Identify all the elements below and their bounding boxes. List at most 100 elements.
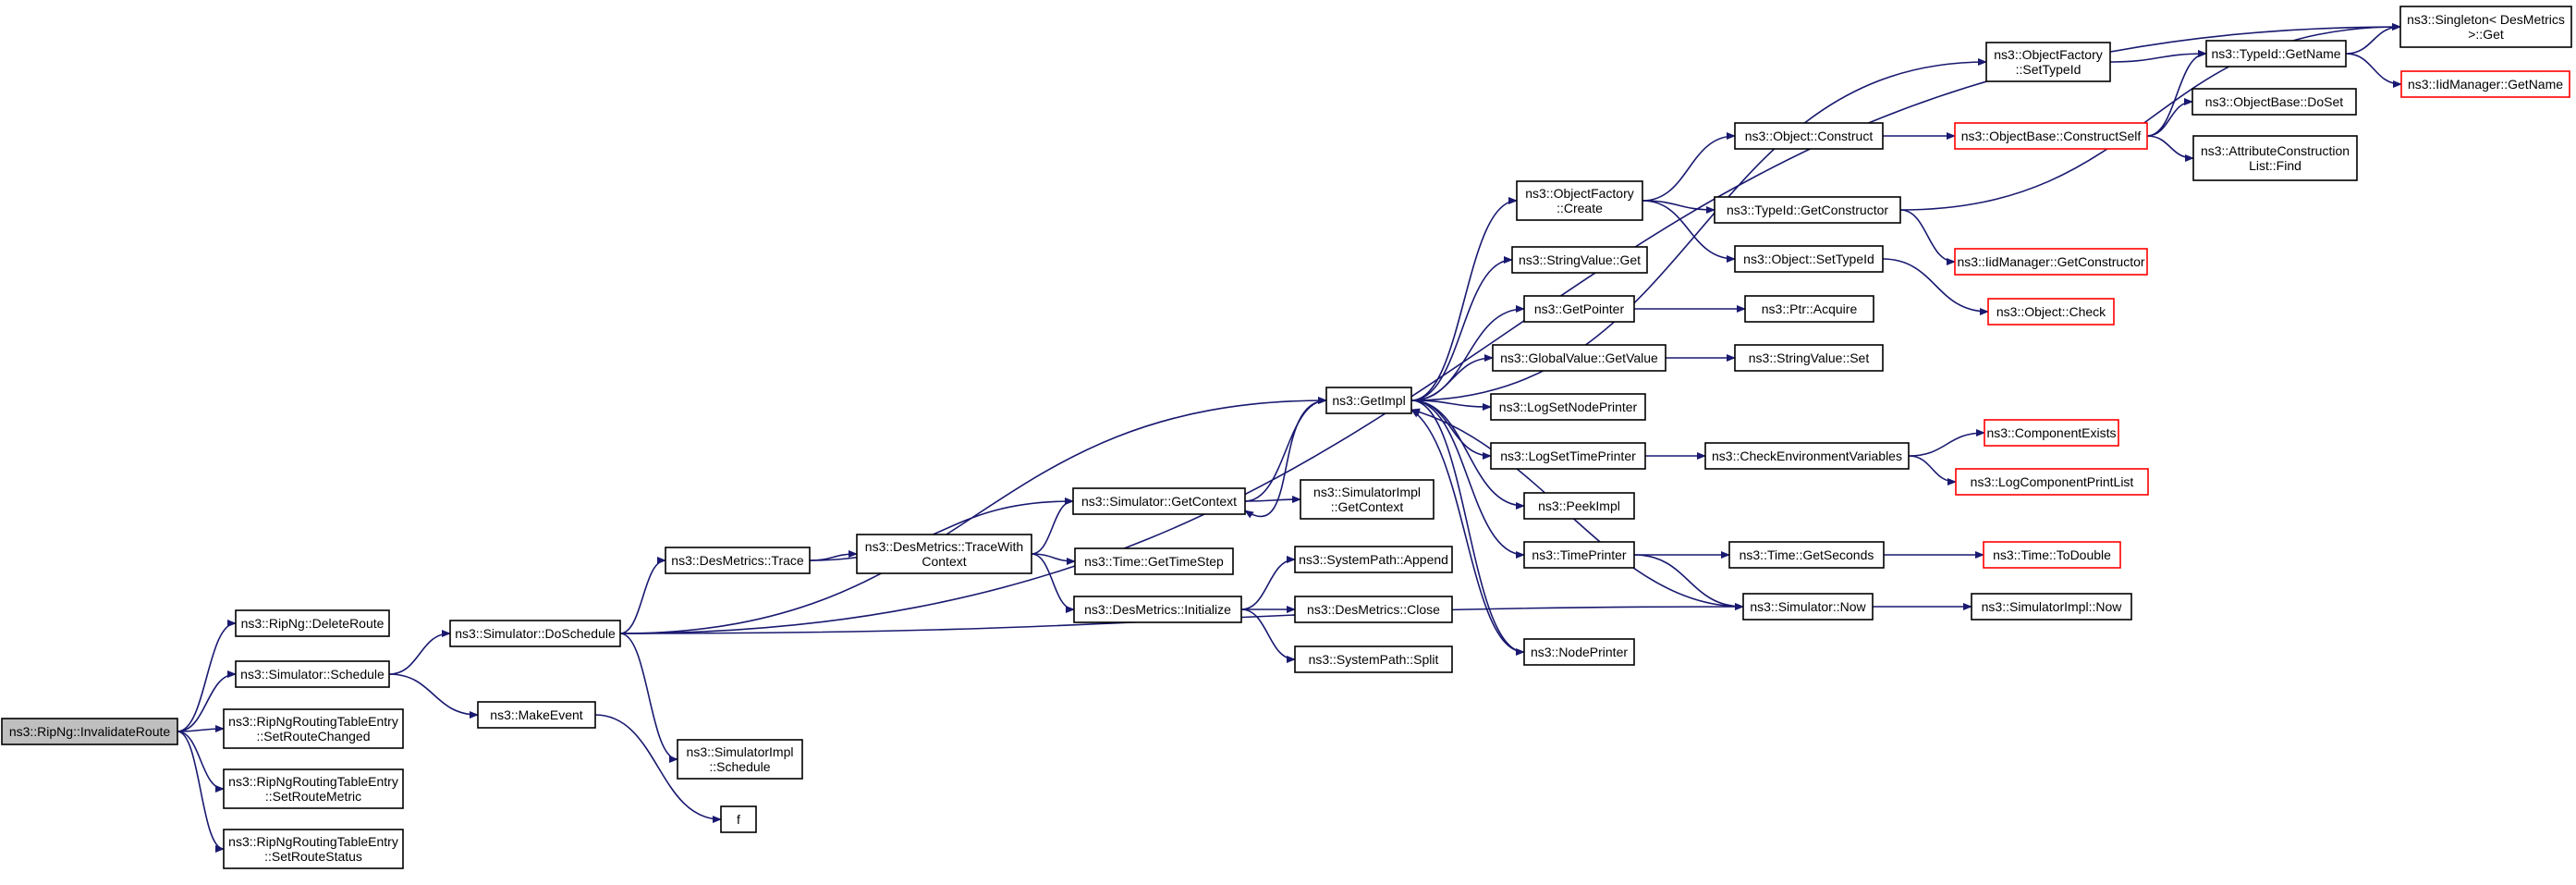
node-label: ::Schedule — [709, 759, 770, 774]
node-setRouteMetric[interactable]: ns3::RipNgRoutingTableEntry::SetRouteMet… — [223, 768, 404, 809]
node-label: ns3::ObjectBase::DoSet — [2205, 94, 2344, 109]
edge-makeEvent-to-f — [594, 714, 722, 823]
edge-path — [619, 633, 678, 763]
node-nodePrinter[interactable]: ns3::NodePrinter — [1523, 638, 1635, 666]
edge-path — [177, 731, 225, 853]
node-componentExists[interactable]: ns3::ComponentExists — [1984, 419, 2119, 447]
node-objConstruct[interactable]: ns3::Object::Construct — [1734, 122, 1884, 150]
node-label: f — [737, 812, 740, 827]
node-label: ::SetRouteChanged — [257, 729, 371, 744]
node-box — [2205, 40, 2347, 68]
edge-path — [177, 731, 225, 793]
edge-path — [619, 557, 666, 634]
node-box — [2399, 6, 2572, 48]
edge-simNow-to-getImpl — [1410, 408, 1744, 608]
node-label: ns3::Simulator::GetContext — [1081, 494, 1237, 509]
node-box — [1516, 180, 1643, 221]
node-getContext[interactable]: ns3::Simulator::GetContext — [1072, 487, 1246, 515]
node-singletonGet[interactable]: ns3::Singleton< DesMetrics>::Get — [2399, 6, 2572, 48]
node-svGet[interactable]: ns3::StringValue::Get — [1511, 246, 1648, 274]
node-svSet[interactable]: ns3::StringValue::Set — [1734, 344, 1884, 372]
node-logSetNodePrinter[interactable]: ns3::LogSetNodePrinter — [1490, 393, 1646, 421]
edge-path — [1410, 354, 1494, 401]
node-label: ns3::TypeId::GetName — [2211, 46, 2340, 61]
node-box — [1734, 344, 1884, 372]
node-root[interactable]: ns3::RipNg::InvalidateRoute — [1, 718, 178, 745]
node-objSetTypeId[interactable]: ns3::Object::SetTypeId — [1734, 245, 1884, 273]
edge-path — [2345, 23, 2401, 55]
node-ofCreate[interactable]: ns3::ObjectFactory::Create — [1516, 180, 1643, 221]
edge-root-to-schedule — [177, 670, 237, 732]
edge-path — [177, 620, 237, 732]
node-label: ns3::ObjectFactory — [1994, 47, 2103, 62]
node-label: ns3::Time::ToDouble — [1993, 547, 2111, 562]
edge-getImpl-to-nodePrinter — [1410, 399, 1525, 656]
node-f[interactable]: f — [720, 805, 757, 833]
node-simImplSchedule[interactable]: ns3::SimulatorImpl::Schedule — [677, 739, 803, 780]
edge-path — [177, 670, 237, 732]
node-peekImpl[interactable]: ns3::PeekImpl — [1523, 492, 1635, 520]
edge-checkEnv-to-logComponentPrintList — [1908, 455, 1957, 486]
node-label: ns3::DesMetrics::Initialize — [1084, 602, 1231, 617]
node-makeEvent[interactable]: ns3::MakeEvent — [477, 701, 596, 729]
node-box — [1300, 479, 1435, 520]
node-box — [1955, 468, 2149, 496]
node-setRouteChanged[interactable]: ns3::RipNgRoutingTableEntry::SetRouteCha… — [223, 708, 404, 749]
node-iidGetConstructor[interactable]: ns3::IidManager::GetConstructor — [1954, 248, 2148, 276]
node-getTimeStep[interactable]: ns3::Time::GetTimeStep — [1074, 547, 1234, 575]
node-label: ns3::PeekImpl — [1538, 498, 1620, 513]
edge-traceWithContext-to-desInitialize — [1031, 553, 1075, 613]
node-box — [720, 805, 757, 833]
node-doSet[interactable]: ns3::ObjectBase::DoSet — [2191, 88, 2357, 116]
node-gvGetValue[interactable]: ns3::GlobalValue::GetValue — [1492, 344, 1666, 372]
edge-constructSelf-to-attrFind — [2146, 135, 2194, 162]
node-desClose[interactable]: ns3::DesMetrics::Close — [1294, 596, 1453, 623]
node-desTrace[interactable]: ns3::DesMetrics::Trace — [665, 547, 811, 574]
edge-path — [1410, 409, 1525, 653]
node-spSplit[interactable]: ns3::SystemPath::Split — [1294, 645, 1453, 673]
node-simImplNow[interactable]: ns3::SimulatorImpl::Now — [1971, 593, 2132, 621]
node-label: ns3::ObjectFactory — [1525, 186, 1634, 201]
node-label: List::Find — [2249, 158, 2301, 173]
edge-path — [1633, 554, 1744, 610]
node-timePrinter[interactable]: ns3::TimePrinter — [1523, 541, 1635, 569]
node-ptrAcquire[interactable]: ns3::Ptr::Acquire — [1744, 295, 1874, 323]
node-timeToDouble[interactable]: ns3::Time::ToDouble — [1983, 541, 2121, 569]
node-box — [1490, 442, 1646, 470]
edge-root-to-setRouteChanged — [177, 725, 225, 733]
node-simImplGetContext[interactable]: ns3::SimulatorImpl::GetContext — [1300, 479, 1435, 520]
edge-path — [1410, 399, 1525, 656]
node-timeGetSeconds[interactable]: ns3::Time::GetSeconds — [1728, 541, 1885, 569]
node-iidGetName[interactable]: ns3::IidManager::GetName — [2400, 70, 2570, 98]
edge-path — [1244, 399, 1327, 519]
node-spAppend[interactable]: ns3::SystemPath::Append — [1294, 546, 1453, 573]
node-desInitialize[interactable]: ns3::DesMetrics::Initialize — [1073, 596, 1242, 623]
node-box — [235, 609, 390, 637]
node-box — [1971, 593, 2132, 621]
edge-path — [1410, 197, 1518, 401]
node-ofSetTypeId[interactable]: ns3::ObjectFactory::SetTypeId — [1985, 42, 2111, 82]
node-logComponentPrintList[interactable]: ns3::LogComponentPrintList — [1955, 468, 2149, 496]
node-setRouteStatus[interactable]: ns3::RipNgRoutingTableEntry::SetRouteSta… — [223, 829, 404, 869]
edge-checkEnv-to-componentExists — [1908, 429, 1985, 457]
node-label: ns3::SystemPath::Split — [1309, 652, 1439, 667]
node-tidGetName[interactable]: ns3::TypeId::GetName — [2205, 40, 2347, 68]
edge-tidGetConstructor-to-iidGetConstructor — [1899, 209, 1956, 265]
node-box — [1, 718, 178, 745]
node-objCheck[interactable]: ns3::Object::Check — [1987, 298, 2115, 326]
node-schedule[interactable]: ns3::Simulator::Schedule — [235, 660, 390, 688]
node-checkEnv[interactable]: ns3::CheckEnvironmentVariables — [1704, 442, 1910, 470]
node-logSetTimePrinter[interactable]: ns3::LogSetTimePrinter — [1490, 442, 1646, 470]
node-getImpl[interactable]: ns3::GetImpl — [1325, 387, 1412, 414]
node-deleteRoute[interactable]: ns3::RipNg::DeleteRoute — [235, 609, 390, 637]
edge-path — [1410, 399, 1492, 411]
node-constructSelf[interactable]: ns3::ObjectBase::ConstructSelf — [1954, 122, 2148, 150]
edge-schedule-to-makeEvent — [388, 673, 479, 719]
node-simNow[interactable]: ns3::Simulator::Now — [1742, 593, 1874, 621]
node-tidGetConstructor[interactable]: ns3::TypeId::GetConstructor — [1714, 196, 1901, 224]
node-doSchedule[interactable]: ns3::Simulator::DoSchedule — [449, 620, 621, 647]
node-getPointer[interactable]: ns3::GetPointer — [1523, 295, 1635, 323]
